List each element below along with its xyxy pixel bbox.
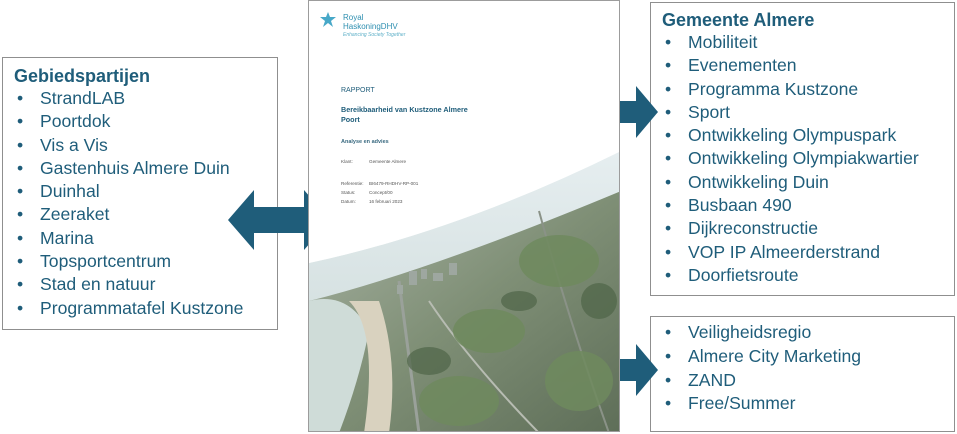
doc-label: RAPPORT xyxy=(341,87,375,94)
list-item: Programma Kustzone xyxy=(662,78,954,102)
list-item: Stad en natuur xyxy=(14,273,277,297)
crown-icon xyxy=(320,12,336,27)
gemeente-almere-list: Mobiliteit Evenementen Programma Kustzon… xyxy=(662,31,954,288)
list-item: Mobiliteit xyxy=(662,31,954,55)
list-item: Topsportcentrum xyxy=(14,250,277,274)
list-item: Ontwikkeling Duin xyxy=(662,171,954,195)
client-label: Klant: xyxy=(341,159,353,164)
date-value: 16 februari 2023 xyxy=(369,199,403,204)
list-item: Veiligheidsregio xyxy=(662,321,954,345)
list-item: Marina xyxy=(14,227,277,251)
list-item: Duinhal xyxy=(14,180,277,204)
list-item: Gastenhuis Almere Duin xyxy=(14,157,277,181)
list-item: Ontwikkeling Olympiakwartier xyxy=(662,147,954,171)
list-item: Programmatafel Kustzone xyxy=(14,297,277,321)
list-item: Evenementen xyxy=(662,54,954,78)
logo-line2: HaskoningDHV xyxy=(343,22,398,31)
gebiedspartijen-title: Gebiedspartijen xyxy=(14,66,151,86)
doc-title: Bereikbaarheid van Kustzone Almere Poort xyxy=(341,105,468,125)
list-item: Vis a Vis xyxy=(14,134,277,158)
external-partners-list: Veiligheidsregio Almere City Marketing Z… xyxy=(662,321,954,416)
doc-title-line1: Bereikbaarheid van Kustzone Almere xyxy=(341,105,468,114)
list-item: Zeeraket xyxy=(14,203,277,227)
list-item: ZAND xyxy=(662,369,954,393)
company-logo: Royal HaskoningDHV Enhancing Society Tog… xyxy=(319,9,439,53)
gemeente-almere-title: Gemeente Almere xyxy=(662,10,815,30)
list-item: StrandLAB xyxy=(14,87,277,111)
list-item: Sport xyxy=(662,101,954,125)
status-value: Concept/00 xyxy=(369,190,393,195)
date-label: Datum: xyxy=(341,199,356,204)
list-item: Dijkreconstructie xyxy=(662,217,954,241)
external-partners-box: Veiligheidsregio Almere City Marketing Z… xyxy=(650,316,955,432)
list-item: Ontwikkeling Olympuspark xyxy=(662,124,954,148)
list-item: Poortdok xyxy=(14,110,277,134)
list-item: Busbaan 490 xyxy=(662,194,954,218)
list-item: VOP IP Almeerderstrand xyxy=(662,241,954,265)
double-arrow-left-icon xyxy=(228,190,330,250)
report-cover: Royal HaskoningDHV Enhancing Society Tog… xyxy=(308,0,620,432)
gebiedspartijen-box: Gebiedspartijen StrandLAB Poortdok Vis a… xyxy=(2,57,278,330)
aerial-photo xyxy=(309,141,619,431)
list-item: Free/Summer xyxy=(662,392,954,416)
logo-line1: Royal xyxy=(343,13,364,22)
status-label: Status: xyxy=(341,190,356,195)
gebiedspartijen-list: StrandLAB Poortdok Vis a Vis Gastenhuis … xyxy=(14,87,277,320)
list-item: Doorfietsroute xyxy=(662,264,954,288)
gemeente-almere-box: Gemeente Almere Mobiliteit Evenementen P… xyxy=(650,2,955,296)
list-item: Almere City Marketing xyxy=(662,345,954,369)
logo-tagline: Enhancing Society Together xyxy=(343,32,406,38)
ref-value: BI6479-RHDHV-RP-001 xyxy=(369,181,419,186)
client-value: Gemeente Almere xyxy=(369,159,407,164)
doc-title-line2: Poort xyxy=(341,115,360,124)
doc-subtitle: Analyse en advies xyxy=(341,139,389,145)
ref-label: Referentie: xyxy=(341,181,364,186)
